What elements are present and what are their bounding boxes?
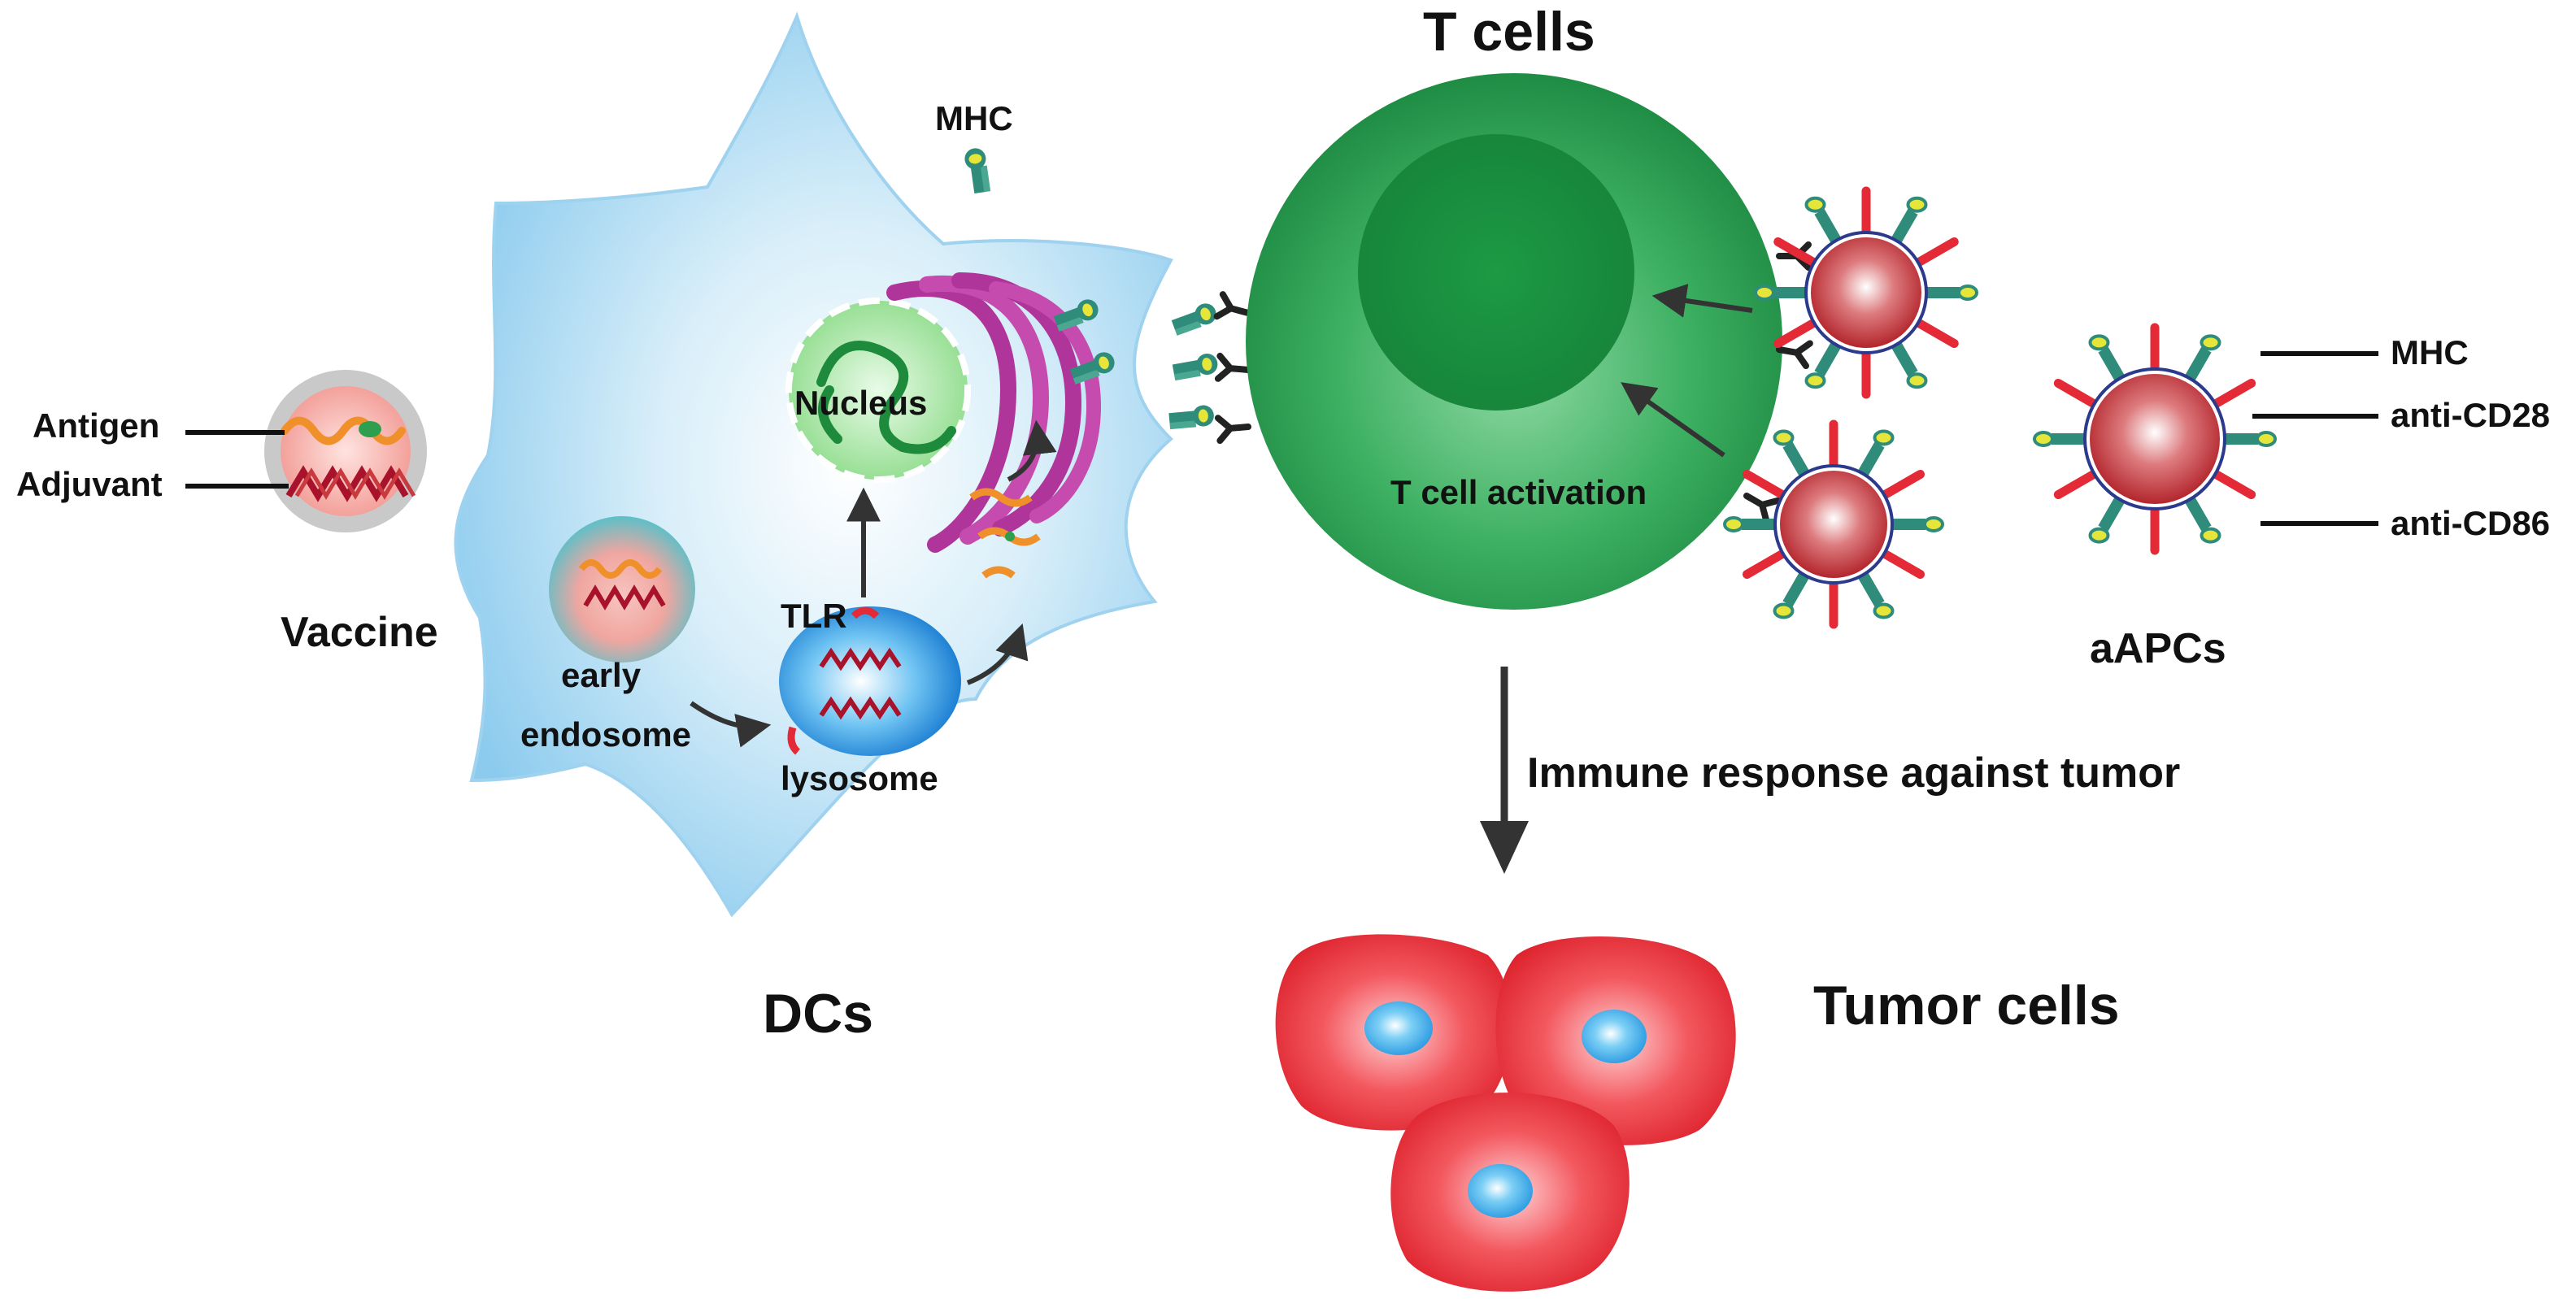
anti-cd-antibody xyxy=(1742,547,1791,579)
aapc-particle-2 xyxy=(1723,419,1944,629)
mhc-tip xyxy=(2200,527,2221,544)
anti-cd86-label: anti-CD86 xyxy=(2391,504,2550,542)
mhc-stalk xyxy=(2098,493,2127,532)
tumor-cells-label: Tumor cells xyxy=(1813,975,2120,1036)
mhc-tip xyxy=(2088,527,2110,544)
aapc-core xyxy=(1811,237,1921,348)
lysosome-label: lysosome xyxy=(781,759,938,797)
tlr-label: TLR xyxy=(781,597,847,635)
t-cells-label: T cells xyxy=(1423,1,1595,63)
tlr-receptor xyxy=(851,606,880,619)
mhc-tip xyxy=(1773,602,1795,619)
golgi-apparatus xyxy=(886,272,1102,553)
aapc-core xyxy=(2090,374,2220,504)
mhc-stalk xyxy=(1889,208,1918,246)
antigen-strand xyxy=(281,416,406,445)
anti-cd-antibody xyxy=(1877,547,1925,579)
dcs-label: DCs xyxy=(763,983,873,1045)
mhc-stalk xyxy=(1856,441,1885,480)
anti-cd-antibody xyxy=(1742,470,1791,502)
tumor-nucleus-1 xyxy=(1364,1001,1433,1055)
anti-cd-antibody xyxy=(2208,467,2256,499)
mhc-tip xyxy=(1804,372,1826,389)
mhc-tip xyxy=(1773,429,1795,446)
mhc-stalk xyxy=(1782,441,1812,480)
mhc-stalk xyxy=(1814,208,1843,246)
mhc-tip xyxy=(1873,602,1895,619)
arrow-fragments-to-golgi xyxy=(1007,419,1057,482)
anti-cd-antibody xyxy=(2053,379,2102,411)
mhc-tip xyxy=(2256,431,2277,447)
aapcs-label: aAPCs xyxy=(2090,625,2226,672)
mhc-tip xyxy=(2088,334,2110,351)
mhc-stalk xyxy=(2182,346,2212,384)
nucleus xyxy=(785,298,971,483)
mhc-tip xyxy=(1873,429,1895,446)
t-cell-activation-label: T cell activation xyxy=(1390,473,1647,511)
anti-cd-antibody xyxy=(2053,467,2102,499)
mhc-tcr-interface xyxy=(1168,294,1251,441)
mhc-dc-label: MHC xyxy=(935,99,1013,137)
tumor-nucleus-2 xyxy=(1582,1010,1647,1063)
lysosome xyxy=(779,606,961,756)
vaccine-particle xyxy=(264,370,427,532)
t-cell-nucleus xyxy=(1358,134,1634,411)
arrow-lysosome-to-fragments xyxy=(966,623,1029,685)
mhc-stalk xyxy=(1782,569,1812,607)
immune-response-label: Immune response against tumor xyxy=(1527,749,2180,797)
mhc-tip xyxy=(1923,516,1944,532)
anti-cd-antibody xyxy=(1911,237,1959,269)
arrow-endosome-to-lysosome xyxy=(690,701,772,748)
adjuvant-blob xyxy=(359,421,381,437)
aapc-particle-1 xyxy=(1754,186,1978,399)
mhc-tip xyxy=(1723,516,1744,532)
endosome-label: endosome xyxy=(520,715,691,754)
arrow-aapc1-to-tcell xyxy=(1651,284,1753,318)
aapc-particle-legend xyxy=(2033,323,2277,555)
arrow-aapc2-to-tcell xyxy=(1621,382,1725,458)
early-endosome xyxy=(549,516,695,663)
mhc-stalk xyxy=(2098,346,2127,384)
mhc-tip xyxy=(1804,196,1826,213)
anti-cd-antibody xyxy=(2208,379,2256,411)
anti-cd-antibody xyxy=(1773,237,1821,269)
mhc-stalk xyxy=(1814,339,1843,377)
mhc-tip xyxy=(2200,334,2221,351)
early-label: early xyxy=(561,656,642,694)
immune-response-arrow-head xyxy=(1480,821,1529,874)
aapc-core xyxy=(1780,471,1887,578)
dendritic-cell-body xyxy=(454,11,1173,918)
mhc-on-dc-top xyxy=(963,146,991,194)
tumor-nucleus-3 xyxy=(1468,1164,1533,1218)
adjuvant-label: Adjuvant xyxy=(16,465,163,503)
nucleus-label: Nucleus xyxy=(794,384,927,422)
mhc-tip xyxy=(1906,372,1928,389)
mhc-stalk xyxy=(1856,569,1885,607)
vaccine-label: Vaccine xyxy=(281,609,438,656)
mhc-tip xyxy=(1957,285,1978,301)
mhc-tip xyxy=(1754,285,1775,301)
anti-cd-antibody xyxy=(1911,316,1959,348)
anti-cd-antibody xyxy=(1773,316,1821,348)
mhc-stalk xyxy=(2182,493,2212,532)
mhc-tip xyxy=(2033,431,2054,447)
anti-cd28-label: anti-CD28 xyxy=(2391,396,2550,434)
tumor-cells xyxy=(1275,934,1736,1292)
mhc-aapc-label: MHC xyxy=(2391,333,2469,371)
antigen-fragments xyxy=(969,488,1041,579)
anti-cd-antibody xyxy=(1877,470,1925,502)
antigen-label: Antigen xyxy=(33,406,159,445)
mhc-stalk xyxy=(1889,339,1918,377)
mhc-tip xyxy=(1906,196,1928,213)
